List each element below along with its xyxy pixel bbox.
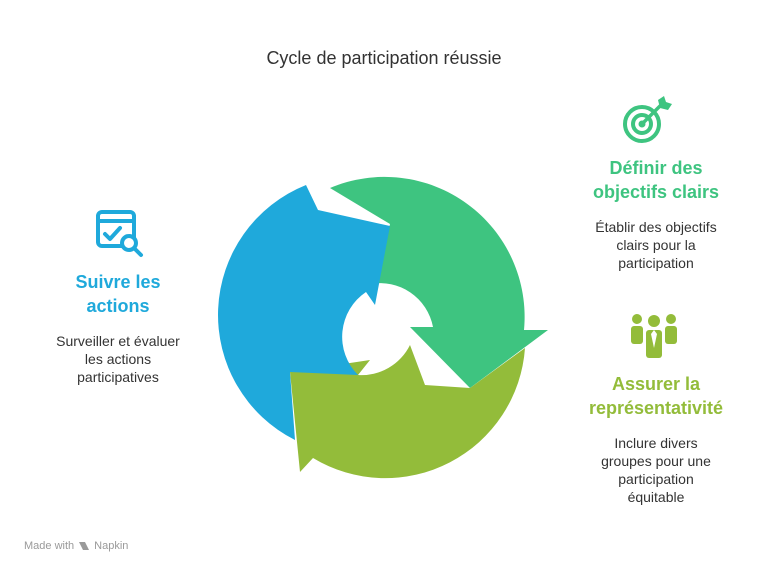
step-heading: Assurer la représentativité [588, 374, 724, 418]
group-icon [631, 314, 677, 358]
step-define-objectives: Définir des objectifs clairs Établir des… [556, 156, 756, 272]
step-description: Établir des objectifs clairs pour la par… [595, 219, 717, 271]
diagram-title: Cycle de participation réussie [266, 48, 502, 68]
step-heading: Définir des objectifs clairs [592, 158, 720, 202]
cycle-arrow-blue [218, 185, 390, 440]
step-track-actions: Suivre les actions Surveiller et évaluer… [18, 270, 218, 386]
footer-watermark: Made with Napkin [24, 540, 128, 552]
cycle-arrow-green [330, 176, 548, 388]
step-heading: Suivre les actions [75, 272, 161, 316]
brand-text: Napkin [94, 540, 129, 552]
step-description: Surveiller et évaluer les actions partic… [56, 333, 180, 385]
step-description: Inclure divers groupes pour une particip… [601, 435, 711, 505]
target-icon [623, 96, 672, 143]
made-with-text: Made with [24, 540, 75, 552]
step-ensure-representativity: Assurer la représentativité Inclure dive… [556, 372, 756, 506]
napkin-logo-icon [79, 542, 90, 550]
checklist-search-icon [96, 210, 143, 257]
cycle-arrow-olive [290, 345, 525, 479]
